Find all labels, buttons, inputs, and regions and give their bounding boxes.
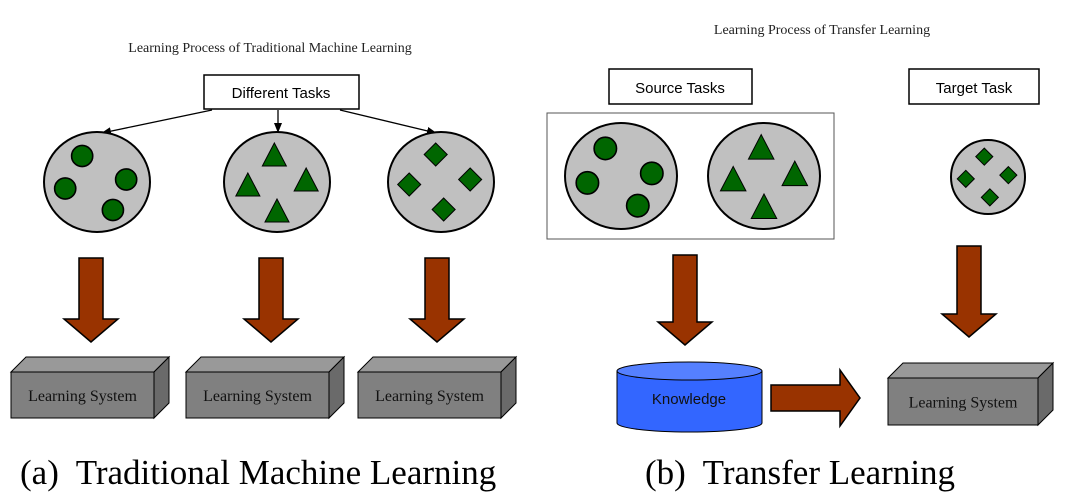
target-learning-system: Learning System: [886, 361, 1055, 427]
system-box-top: [356, 356, 518, 373]
diamond-item: [396, 172, 422, 197]
task-group-triangle: [223, 131, 331, 233]
task-circle: [387, 131, 495, 233]
target-task-box: Target Task: [908, 68, 1040, 105]
task-group-diamond: [387, 131, 495, 233]
learning-system-label: Learning System: [909, 395, 1018, 412]
down-arrow-2: [241, 257, 301, 343]
down-arrow-1: [61, 257, 121, 343]
connector-arrow-to-task-3: [339, 109, 437, 135]
different-tasks-label: Different Tasks: [232, 85, 331, 102]
source-group-circle: [564, 122, 678, 230]
circle-item: [625, 193, 650, 218]
triangle-item: [719, 165, 747, 192]
system-box-front: [357, 371, 502, 419]
source-down-arrow: [655, 254, 715, 346]
task-group-circle: [43, 131, 151, 233]
learning-system-label: Learning System: [375, 388, 484, 405]
diamond-item: [980, 188, 1000, 207]
circle-item: [114, 168, 138, 191]
triangle-item: [293, 166, 319, 192]
panel-a-heading: Learning Process of Traditional Machine …: [128, 41, 411, 56]
knowledge-store: Knowledge: [616, 361, 763, 433]
circle-item: [575, 170, 600, 195]
system-box-top: [9, 356, 171, 373]
triangle-item: [750, 192, 778, 219]
panel-b-caption: (b) Transfer Learning: [645, 453, 955, 492]
target-group-diamond: [950, 139, 1026, 215]
triangle-item: [264, 197, 290, 223]
system-box-front: [10, 371, 155, 419]
panel-traditional-ml: Learning Process of Traditional Machine …: [9, 41, 518, 492]
circle-item: [101, 198, 125, 222]
source-group-triangle: [707, 122, 821, 230]
diamond-item: [423, 142, 448, 167]
knowledge-transfer-arrow: [770, 367, 861, 429]
system-box-front: [887, 377, 1039, 426]
task-circle: [707, 122, 821, 230]
panel-a-caption: (a) Traditional Machine Learning: [20, 453, 496, 492]
learning-system-label: Learning System: [203, 388, 312, 405]
task-circle: [223, 131, 331, 233]
learning-system-label: Learning System: [28, 388, 137, 405]
source-tasks-box: Source Tasks: [608, 68, 753, 105]
triangle-item: [235, 171, 261, 197]
panel-transfer-learning: Learning Process of Transfer Learning So…: [546, 23, 1055, 492]
source-tasks-label: Source Tasks: [635, 80, 725, 97]
diamond-item: [999, 165, 1018, 185]
knowledge-label: Knowledge: [652, 391, 726, 408]
circle-item: [639, 161, 664, 186]
learning-system-2: Learning System: [184, 355, 346, 420]
diamond-item: [431, 197, 456, 222]
triangle-item: [261, 141, 288, 167]
diamond-item: [457, 167, 483, 192]
triangle-item: [747, 133, 775, 160]
different-tasks-box: Different Tasks: [203, 74, 360, 110]
circle-item: [70, 144, 94, 168]
target-down-arrow: [939, 245, 999, 338]
learning-system-3: Learning System: [356, 355, 518, 420]
circle-item: [53, 177, 77, 200]
task-circle: [950, 139, 1026, 215]
learning-system-1: Learning System: [9, 355, 171, 420]
system-box-front: [185, 371, 330, 419]
system-box-top: [886, 362, 1055, 379]
target-task-label: Target Task: [936, 80, 1013, 97]
diamond-item: [956, 169, 976, 189]
down-arrow-3: [407, 257, 467, 343]
system-box-top: [184, 356, 346, 373]
diamond-item: [975, 147, 994, 166]
connector-arrow-to-task-1: [101, 109, 213, 136]
triangle-item: [781, 160, 809, 187]
panel-b-heading: Learning Process of Transfer Learning: [714, 23, 930, 38]
circle-item: [593, 136, 618, 161]
